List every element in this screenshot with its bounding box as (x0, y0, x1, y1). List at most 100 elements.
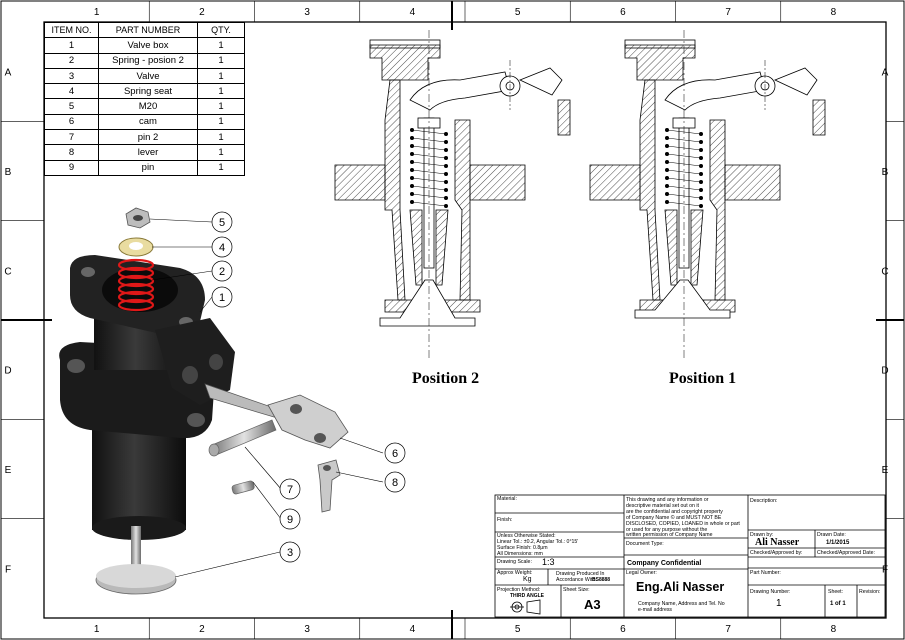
bom-item-no: 2 (44, 52, 99, 69)
bom-qty: 1 (197, 52, 245, 69)
material-label: Material: (497, 496, 517, 502)
balloon-label: 4 (219, 242, 225, 254)
balloon (279, 508, 301, 530)
bom-header-qty: QTY. (197, 21, 245, 39)
disclaimer-line-5: DISCLOSED, COPIED, LOANED in whole or pa… (626, 521, 740, 527)
company-confidential: Company Confidential (627, 560, 702, 567)
column-marker-bottom: 5 (515, 624, 521, 635)
drawing-number-label: Drawing Number: (750, 589, 791, 595)
bom-item-no: 3 (44, 67, 99, 85)
disclaimer-line-7: written permission of Company Name (626, 532, 713, 538)
bom-qty: 1 (197, 37, 245, 54)
bom-header-row: ITEM NO. PART NUMBER QTY. (44, 21, 245, 39)
row-marker-right: A (882, 68, 889, 79)
tolerance-line-2: Linear Tol.: ±0.2, Angular Tol.: 0°15' (497, 539, 579, 545)
bom-part-number: M20 (98, 98, 198, 115)
bom-header-part: PART NUMBER (98, 21, 198, 39)
column-marker-top: 7 (725, 7, 731, 18)
drawn-date-value: 1/1/2015 (826, 540, 850, 546)
balloon-label: 2 (219, 266, 225, 278)
disclaimer-line-3: are the confidential and copyright prope… (626, 509, 723, 515)
tolerance-line-4: All Dimensions: mm (497, 551, 543, 557)
column-marker-top: 8 (831, 7, 837, 18)
bom-item-no: 5 (44, 98, 99, 115)
bom-qty: 1 (197, 83, 245, 100)
drawn-by-value: Ali Nasser (755, 537, 800, 548)
bom-item-no: 6 (44, 113, 99, 131)
weight-label: Approx Weight: (497, 570, 533, 576)
balloon-label: 9 (287, 514, 293, 526)
bom-qty: 1 (197, 159, 245, 176)
column-marker-bottom: 1 (94, 624, 100, 635)
bom-item-no: 7 (44, 129, 99, 146)
row-marker-left: A (5, 68, 12, 79)
bom-item-no: 1 (44, 37, 99, 54)
pin (231, 480, 255, 495)
standard-value: BS8888 (592, 577, 611, 583)
balloon (279, 478, 301, 500)
balloon-label: 1 (219, 292, 225, 304)
balloon (279, 541, 301, 563)
bom-part-number: cam (98, 113, 198, 131)
drawing-number-value: 1 (776, 598, 782, 609)
column-marker-bottom: 8 (831, 624, 837, 635)
bom-qty: 1 (197, 67, 245, 85)
balloon-label: 3 (287, 547, 293, 559)
third-angle-projection-symbol (510, 599, 541, 615)
column-marker-top: 2 (199, 7, 205, 18)
bom-qty: 1 (197, 113, 245, 131)
column-marker-bottom: 4 (410, 624, 416, 635)
balloon-label: 5 (219, 217, 225, 229)
bom-part-number: lever (98, 144, 198, 161)
balloon-label: 8 (392, 477, 398, 489)
standard-label: Drawing Produced In Accordance With: (556, 571, 605, 583)
row-marker-left: B (5, 167, 12, 178)
leader-lines (149, 218, 384, 578)
owner-details-1: Company Name, Address and Tel. No (638, 601, 725, 607)
row-marker-right: D (881, 366, 888, 377)
bom-qty: 1 (197, 98, 245, 115)
drawn-by-label: Drawn by: (750, 532, 774, 538)
bom-part-number: Valve box (98, 37, 198, 54)
tolerance-line-1: Unless Otherwise Stated: (497, 533, 556, 539)
valve-stem (131, 526, 141, 574)
column-marker-top: 4 (410, 7, 416, 18)
balloon (211, 260, 233, 282)
column-marker-bottom: 2 (199, 624, 205, 635)
bom-part-number: pin (98, 159, 198, 176)
lever (317, 459, 341, 513)
disclaimer-line-1: This drawing and any information or (626, 497, 709, 503)
bom-item-no: 4 (44, 83, 99, 100)
revision-label: Revision: (859, 589, 881, 595)
exploded-assembly (59, 207, 349, 595)
bom-part-number: Spring - posion 2 (98, 52, 198, 69)
weight-value: Kg (523, 576, 532, 583)
balloon (384, 471, 406, 493)
projection-label: Projection Method: (497, 587, 541, 593)
bom-part-number: Spring seat (98, 83, 198, 100)
finish-label: Finish: (497, 517, 513, 523)
row-marker-left: C (4, 266, 11, 277)
caption-position-1: Position 1 (669, 370, 737, 387)
column-marker-bottom: 6 (620, 624, 626, 635)
checked-by-label: Checked/Approved by: (750, 550, 803, 556)
owner-name: Eng.Ali Nasser (636, 580, 725, 594)
disclaimer-line-4: of Company Name © and MUST NOT BE (626, 515, 722, 521)
column-marker-top: 1 (94, 7, 100, 18)
drawn-date-label: Drawn Date: (817, 532, 846, 538)
balloon (384, 442, 406, 464)
title-block-grid (494, 494, 886, 618)
disclaimer-line-2: descriptive material set out on it (626, 503, 699, 509)
row-marker-left: F (5, 564, 11, 575)
bom-item-no: 9 (44, 159, 99, 176)
